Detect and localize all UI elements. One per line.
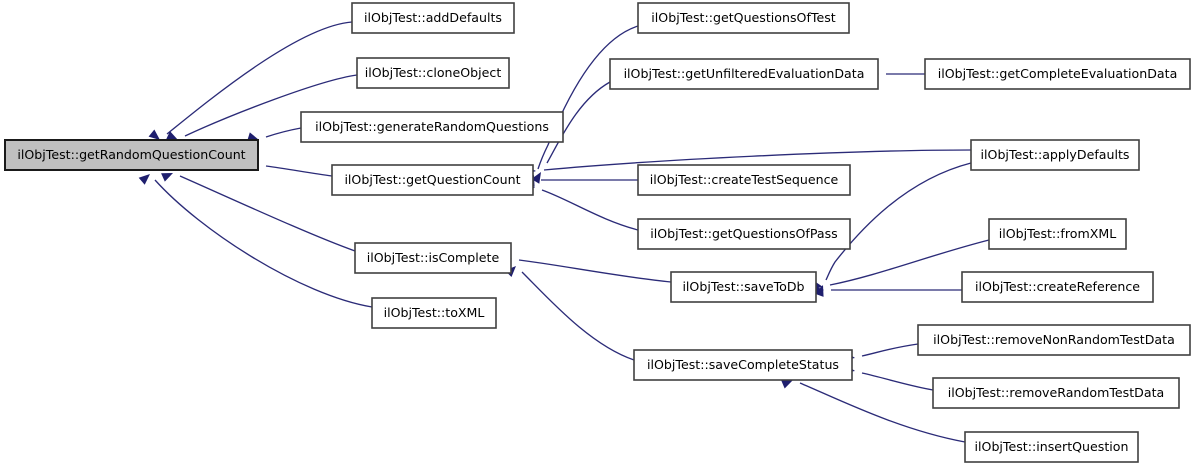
graph-node-createReference[interactable]: ilObjTest::createReference: [961, 271, 1154, 303]
graph-node-insertQuestion[interactable]: ilObjTest::insertQuestion: [964, 431, 1139, 463]
graph-node-toXML[interactable]: ilObjTest::toXML: [371, 297, 497, 329]
node-label: ilObjTest::getQuestionsOfPass: [650, 226, 837, 241]
edge-line: [154, 179, 373, 308]
node-label: ilObjTest::getQuestionsOfTest: [651, 10, 835, 25]
call-edge: [523, 179, 639, 231]
call-edge: [813, 285, 962, 295]
edge-line: [861, 343, 919, 357]
call-edge: [531, 81, 611, 184]
graph-node-getCompleteEvaluationData[interactable]: ilObjTest::getCompleteEvaluationData: [924, 58, 1191, 90]
node-box[interactable]: [670, 271, 817, 303]
edge-arrowhead-icon: [161, 173, 173, 182]
node-box[interactable]: [637, 2, 850, 34]
node-box[interactable]: [356, 57, 510, 89]
edge-line: [179, 175, 356, 252]
node-label: ilObjTest::cloneObject: [365, 65, 502, 80]
edge-arrowhead-icon: [531, 172, 541, 184]
call-edge: [148, 21, 353, 140]
node-box[interactable]: [331, 164, 534, 196]
call-edge: [843, 364, 934, 391]
node-label: ilObjTest::fromXML: [999, 226, 1117, 241]
call-edge: [500, 253, 672, 283]
graph-node-applyDefaults[interactable]: ilObjTest::applyDefaults: [970, 139, 1140, 171]
graph-node-removeRandomTestData[interactable]: ilObjTest::removeRandomTestData: [932, 377, 1180, 409]
node-label: ilObjTest::generateRandomQuestions: [315, 119, 549, 134]
node-box[interactable]: [988, 218, 1127, 250]
edge-line: [265, 165, 333, 177]
node-box[interactable]: [964, 431, 1139, 463]
call-edge: [166, 74, 358, 140]
edge-arrowhead-icon: [148, 129, 160, 140]
node-label: ilObjTest::addDefaults: [364, 10, 502, 25]
node-label: ilObjTest::insertQuestion: [975, 439, 1129, 454]
node-label: ilObjTest::removeNonRandomTestData: [933, 332, 1175, 347]
node-box[interactable]: [609, 58, 879, 90]
node-label: ilObjTest::removeRandomTestData: [948, 385, 1165, 400]
node-box[interactable]: [351, 2, 515, 34]
node-box[interactable]: [917, 324, 1191, 356]
graph-node-getQuestionCount[interactable]: ilObjTest::getQuestionCount: [331, 164, 534, 196]
graph-node-cloneObject[interactable]: ilObjTest::cloneObject: [356, 57, 510, 89]
node-label: ilObjTest::saveCompleteStatus: [647, 357, 839, 372]
node-label: ilObjTest::toXML: [384, 305, 485, 320]
edge-line: [518, 259, 672, 283]
edge-line: [166, 21, 353, 135]
node-label: ilObjTest::saveToDb: [682, 279, 804, 294]
edge-line: [543, 149, 972, 171]
edge-line: [537, 25, 639, 170]
node-box[interactable]: [637, 164, 851, 196]
node-box[interactable]: [637, 218, 851, 250]
node-label: ilObjTest::getCompleteEvaluationData: [938, 66, 1178, 81]
node-label: ilObjTest::applyDefaults: [981, 147, 1130, 162]
call-edge: [843, 343, 919, 361]
node-box[interactable]: [300, 111, 564, 143]
node-label: ilObjTest::getUnfilteredEvaluationData: [624, 66, 865, 81]
graph-node-fromXML[interactable]: ilObjTest::fromXML: [988, 218, 1127, 250]
node-layer: ilObjTest::getRandomQuestionCountilObjTe…: [4, 2, 1191, 463]
edge-line: [541, 189, 639, 231]
call-edge: [161, 173, 356, 252]
call-edge: [504, 266, 635, 361]
graph-node-addDefaults[interactable]: ilObjTest::addDefaults: [351, 2, 515, 34]
edge-line: [861, 372, 934, 391]
graph-node-getQuestionsOfPass[interactable]: ilObjTest::getQuestionsOfPass: [637, 218, 851, 250]
graph-node-getUnfilteredEvaluationData[interactable]: ilObjTest::getUnfilteredEvaluationData: [609, 58, 879, 90]
edge-line: [521, 271, 635, 361]
graph-node-removeNonRandomTestData[interactable]: ilObjTest::removeNonRandomTestData: [917, 324, 1191, 356]
graph-node-saveCompleteStatus[interactable]: ilObjTest::saveCompleteStatus: [633, 349, 853, 381]
node-box-root[interactable]: [4, 139, 259, 171]
edge-line: [546, 81, 611, 164]
graph-node-getRandomQuestionCount[interactable]: ilObjTest::getRandomQuestionCount: [4, 139, 259, 171]
node-label: ilObjTest::createReference: [975, 279, 1140, 294]
node-label: ilObjTest::createTestSequence: [650, 172, 839, 187]
edge-arrowhead-icon: [781, 380, 793, 389]
edge-line: [799, 382, 966, 443]
call-edge: [247, 158, 333, 177]
node-box[interactable]: [961, 271, 1154, 303]
graph-node-isComplete[interactable]: ilObjTest::isComplete: [354, 242, 512, 274]
call-edge: [781, 380, 966, 443]
node-box[interactable]: [371, 297, 497, 329]
node-label: ilObjTest::getQuestionCount: [344, 172, 520, 187]
edge-line: [829, 239, 990, 286]
graph-node-getQuestionsOfTest[interactable]: ilObjTest::getQuestionsOfTest: [637, 2, 850, 34]
edge-arrowhead-icon: [166, 131, 178, 140]
edge-arrowhead-icon: [247, 132, 259, 142]
edge-arrowhead-icon: [138, 174, 150, 185]
node-box[interactable]: [932, 377, 1180, 409]
node-box[interactable]: [924, 58, 1191, 90]
call-edge: [247, 127, 302, 142]
graph-node-saveToDb[interactable]: ilObjTest::saveToDb: [670, 271, 817, 303]
graph-node-createTestSequence[interactable]: ilObjTest::createTestSequence: [637, 164, 851, 196]
node-label: ilObjTest::isComplete: [367, 250, 500, 265]
node-label: ilObjTest::getRandomQuestionCount: [17, 147, 245, 162]
node-box[interactable]: [354, 242, 512, 274]
node-box[interactable]: [970, 139, 1140, 171]
edge-line: [184, 74, 358, 137]
graph-node-generateRandomQuestions[interactable]: ilObjTest::generateRandomQuestions: [300, 111, 564, 143]
call-edge: [138, 174, 373, 308]
edge-line: [265, 127, 302, 138]
node-box[interactable]: [633, 349, 853, 381]
